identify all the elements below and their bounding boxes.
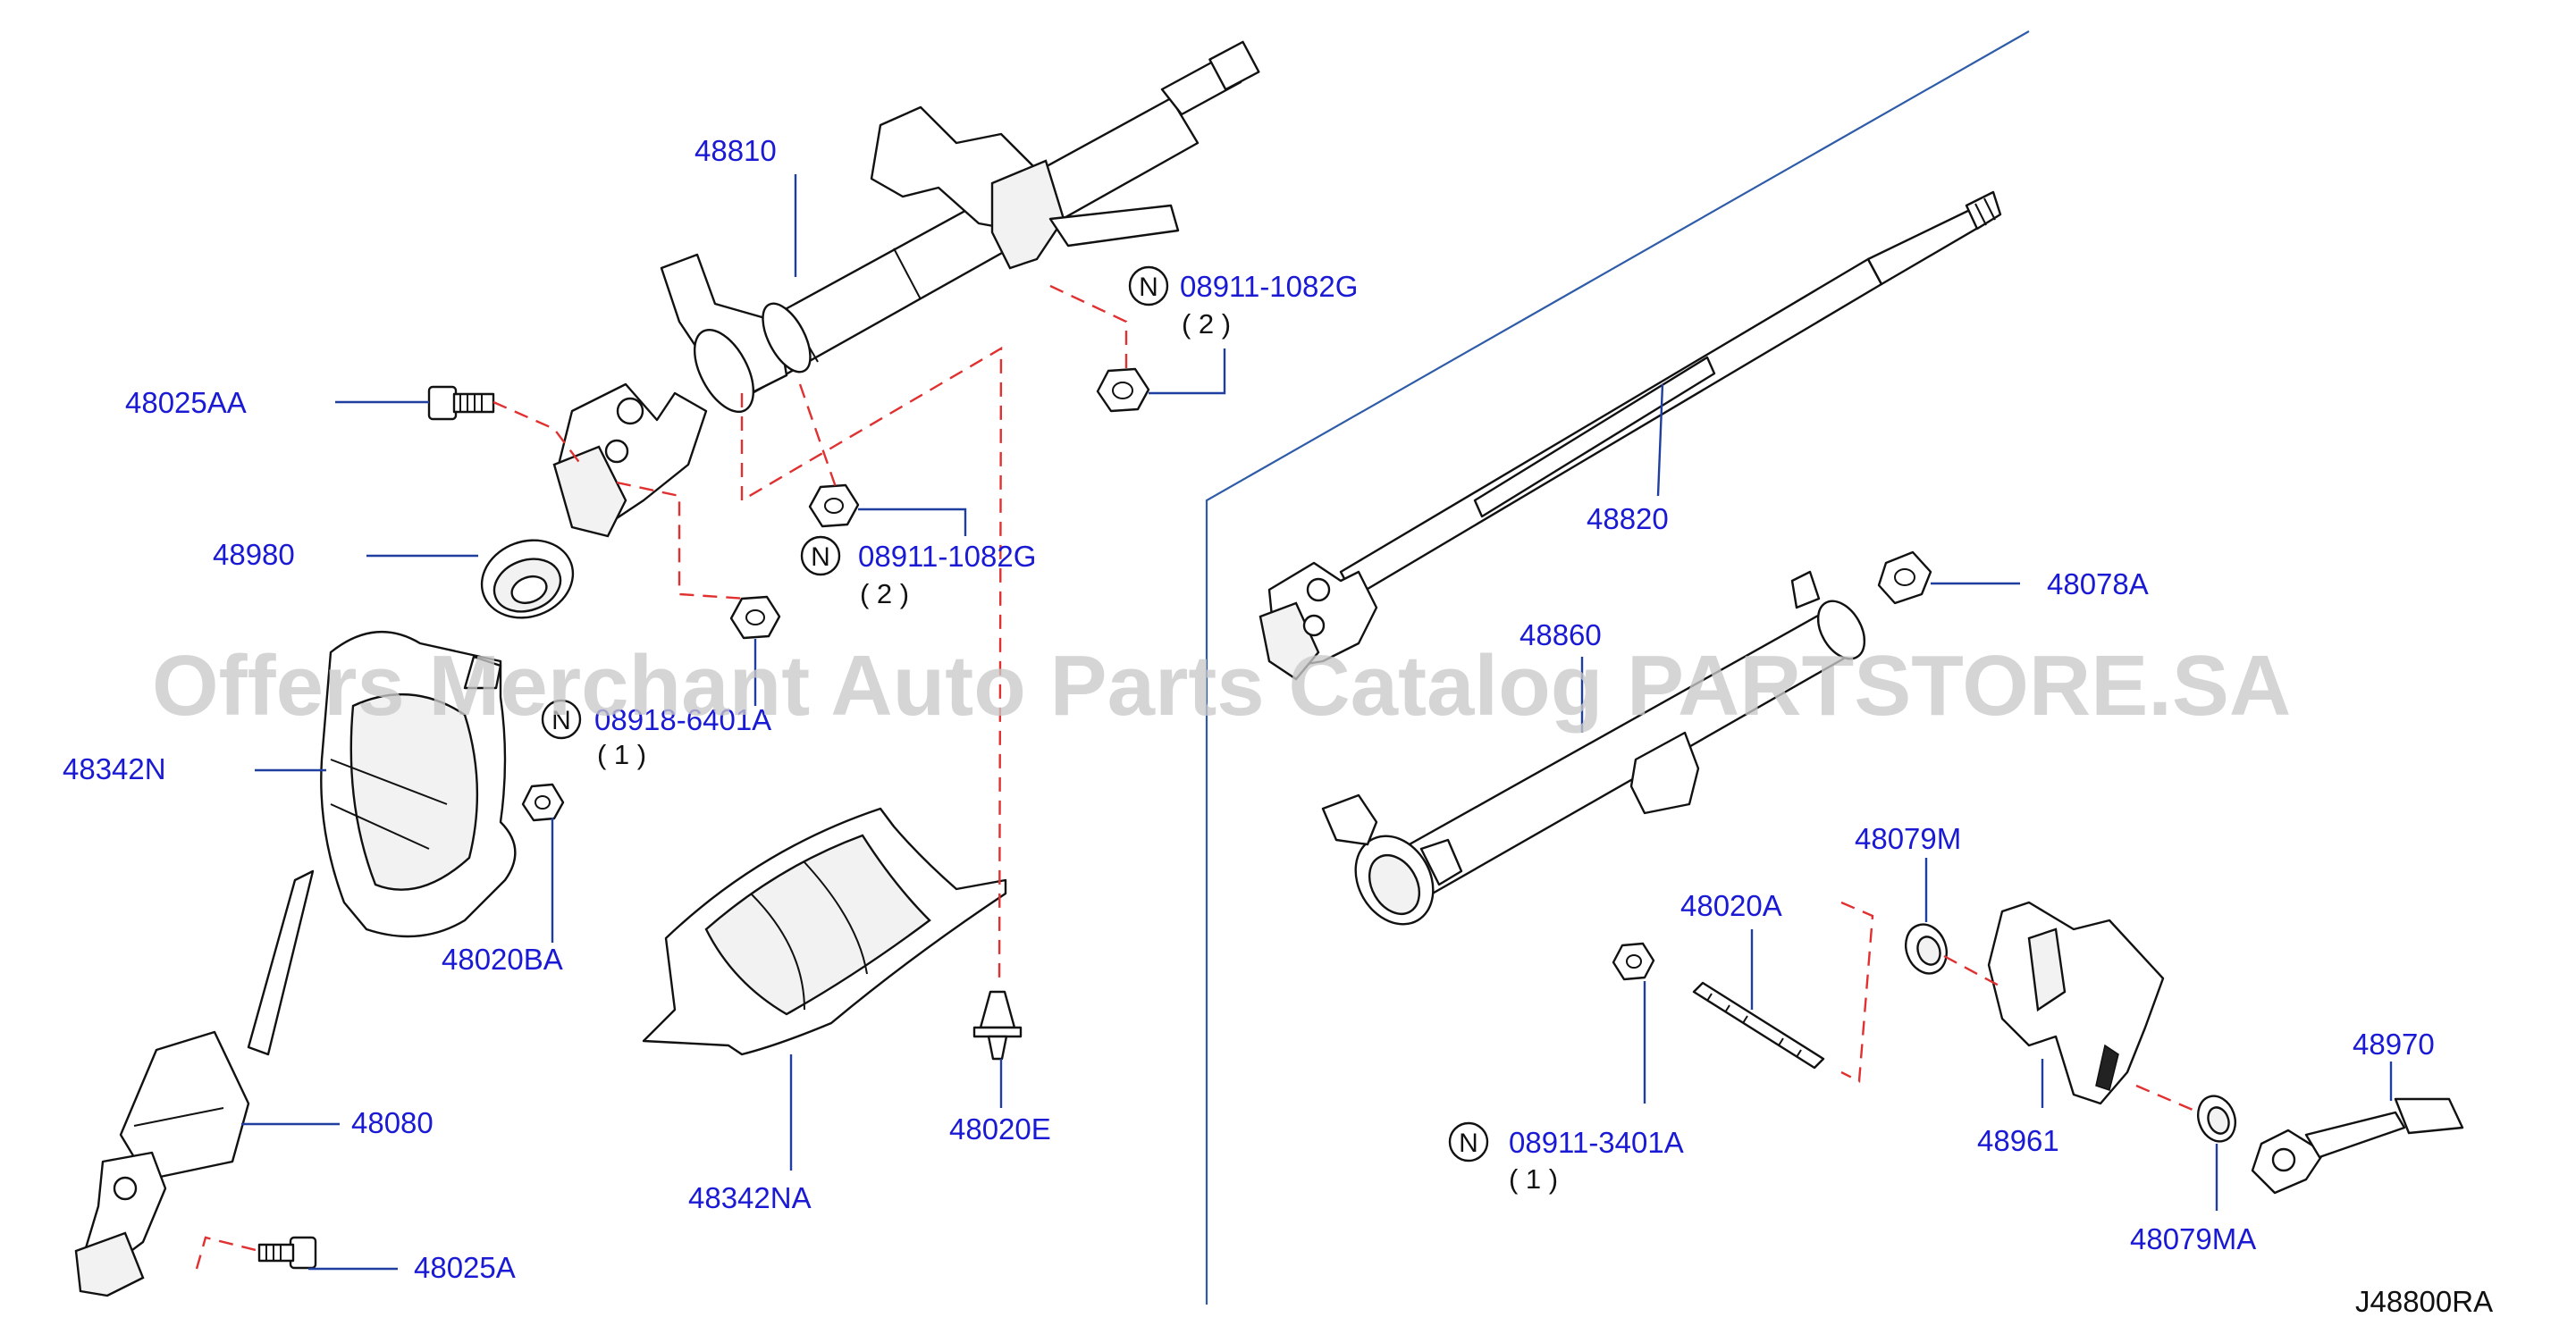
nut-08911-3401A-drawing xyxy=(1612,942,1655,981)
bushing-48079MA-drawing xyxy=(2197,1095,2236,1143)
nut-08911-1082G-mid-drawing xyxy=(808,483,860,528)
callout-48342N: 48342N xyxy=(63,752,166,785)
watermark-text: Offers Merchant Auto Parts Catalog PARTS… xyxy=(152,638,2291,734)
callout-48020E: 48020E xyxy=(949,1112,1051,1146)
callout-nut-right: N 08911-3401A ( 1 ) xyxy=(1448,1121,1684,1195)
stud-48020A-drawing xyxy=(1692,981,1825,1070)
part-number: 08911-3401A xyxy=(1509,1126,1684,1159)
steering-column-48810-drawing xyxy=(552,40,1260,538)
lever-48970-drawing xyxy=(2251,1097,2464,1195)
nut-08918-6401A-drawing xyxy=(729,595,781,640)
callout-48079M: 48079M xyxy=(1855,822,1961,855)
callout-48961: 48961 xyxy=(1977,1124,2059,1157)
part-number: 08911-1082G xyxy=(858,540,1036,573)
callout-labels: 48810 48025AA 48980 48342N 48020BA 48080… xyxy=(63,134,2493,1318)
quantity: ( 2 ) xyxy=(860,578,909,609)
shaft-48820-drawing xyxy=(1259,190,2002,681)
clip-48020E-drawing xyxy=(972,990,1023,1061)
callout-48020A: 48020A xyxy=(1680,889,1782,922)
nut-08911-1082G-upper-drawing xyxy=(1096,367,1150,413)
callout-nut-left: N 08918-6401A ( 1 ) xyxy=(541,699,771,770)
seal-48980-drawing xyxy=(480,539,575,619)
callout-48980: 48980 xyxy=(213,538,295,571)
quantity: ( 1 ) xyxy=(597,739,646,770)
callout-48025AA: 48025AA xyxy=(125,386,247,419)
callout-nut-mid: N 08911-1082G ( 2 ) xyxy=(800,535,1036,609)
bolt-48025AA-drawing xyxy=(427,385,495,421)
assembly-dash-lines xyxy=(195,284,2200,1270)
bolt-48025A-drawing xyxy=(257,1236,317,1270)
callout-48079MA: 48079MA xyxy=(2130,1222,2256,1255)
n-symbol: N xyxy=(551,706,571,735)
part-number: 08918-6401A xyxy=(594,703,771,736)
bushing-48079M-drawing xyxy=(1905,923,1948,975)
callout-48342NA: 48342NA xyxy=(688,1181,812,1214)
cover-48342NA-drawing xyxy=(642,807,1007,1056)
callout-nut-upper: N 08911-1082G ( 2 ) xyxy=(1128,265,1358,340)
nut-48078A-drawing xyxy=(1877,550,1932,605)
callout-48020BA: 48020BA xyxy=(442,943,563,976)
tube-48860-drawing xyxy=(1321,570,1866,926)
callout-48860: 48860 xyxy=(1520,618,1602,651)
quantity: ( 1 ) xyxy=(1509,1163,1558,1195)
section-divider-line xyxy=(1205,30,2030,1305)
bracket-48961-drawing xyxy=(1987,901,2165,1105)
diagram-reference-code: J48800RA xyxy=(2355,1285,2493,1318)
callout-48025A: 48025A xyxy=(414,1251,516,1284)
part-number: 08911-1082G xyxy=(1180,270,1358,303)
nut-48020BA-drawing xyxy=(521,783,565,822)
shaft-48080-drawing xyxy=(74,869,315,1297)
quantity: ( 2 ) xyxy=(1182,308,1231,340)
callout-48820: 48820 xyxy=(1587,502,1669,535)
callout-48078A: 48078A xyxy=(2047,567,2149,600)
leader-lines xyxy=(241,174,2393,1271)
callout-48970: 48970 xyxy=(2353,1028,2435,1061)
callout-48810: 48810 xyxy=(695,134,777,167)
boot-48342N-drawing xyxy=(320,630,517,938)
callout-48080: 48080 xyxy=(351,1106,434,1139)
n-symbol: N xyxy=(1459,1129,1478,1158)
n-symbol: N xyxy=(811,542,830,572)
n-symbol: N xyxy=(1139,273,1158,302)
